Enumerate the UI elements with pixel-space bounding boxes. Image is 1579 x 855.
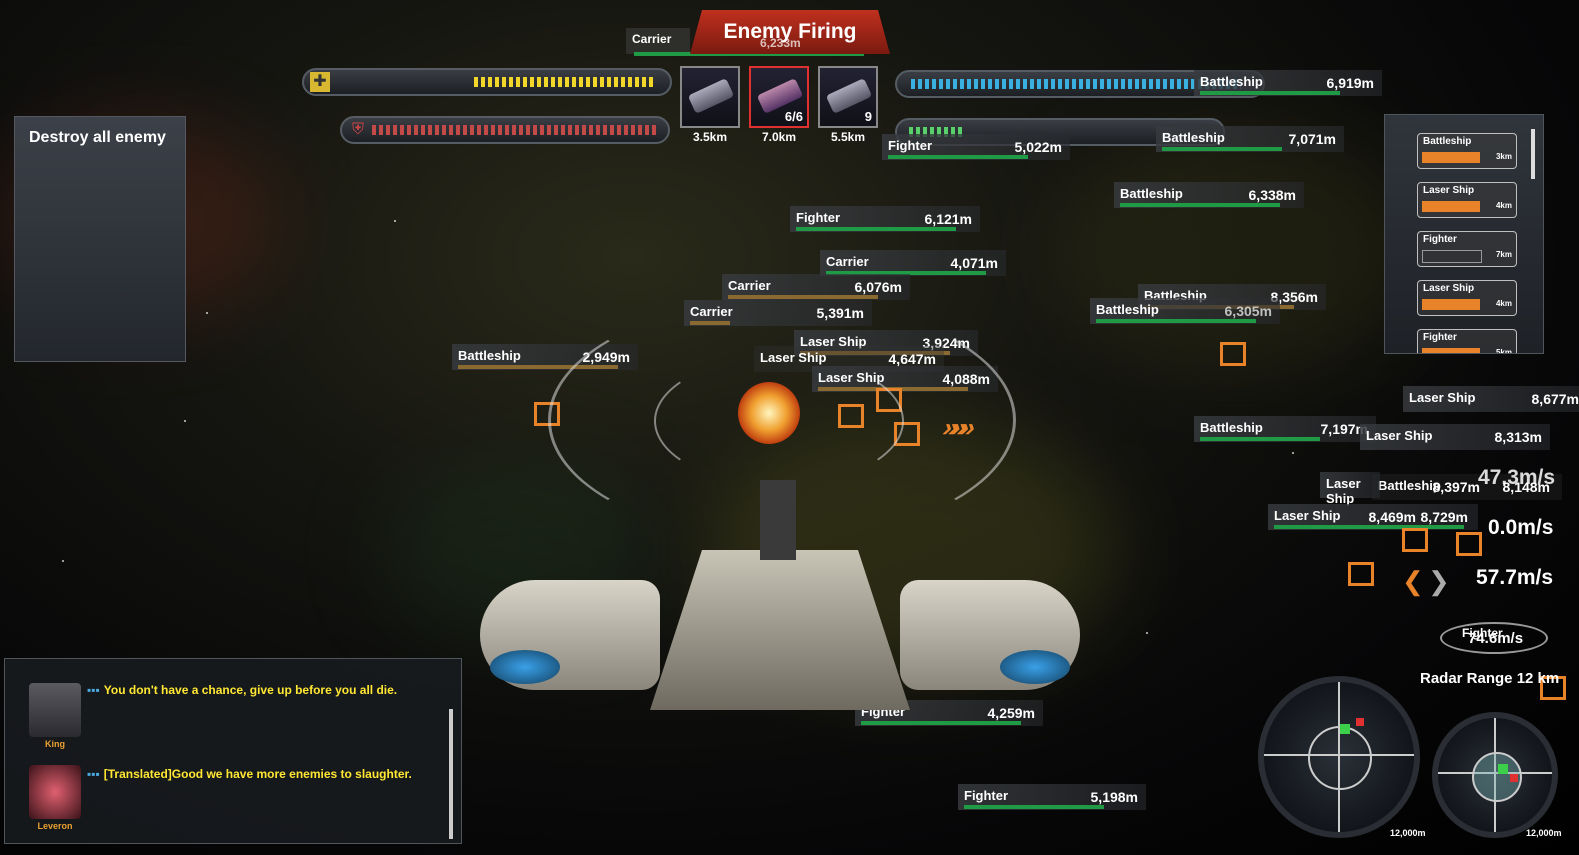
fleet-thumb-3[interactable]: 9 — [818, 66, 878, 128]
radar-left[interactable] — [1258, 676, 1420, 838]
mission-panel: Destroy all enemy — [14, 116, 186, 362]
star — [1146, 632, 1148, 634]
radar-range-label: Radar Range 12 km — [1420, 670, 1560, 687]
radar-scale-left: 12,000m — [1390, 828, 1426, 838]
star — [1292, 452, 1294, 454]
reticle-inner-arc — [654, 356, 904, 486]
fighter-speed-oval: Fighter 74.6m/s — [1440, 622, 1548, 654]
avatar-king — [29, 683, 81, 737]
hull-fill — [372, 125, 658, 135]
carrier-top-dist: 6,233m — [760, 36, 801, 50]
current-speed: 47.3m/s — [1478, 466, 1556, 489]
chat-message: ▪▪▪[Translated]Good we have more enemies… — [87, 767, 412, 781]
zero-speed: 0.0m/s — [1488, 516, 1554, 539]
radar-scale-right: 12,000m — [1526, 828, 1562, 838]
fleet-thumb-2[interactable]: 6/6 — [749, 66, 809, 128]
enemy-hull-fill — [909, 127, 963, 137]
target-label[interactable]: Laser Ship — [1320, 472, 1380, 506]
max-speed: 57.7m/s — [1476, 566, 1554, 589]
speed-down-arrow-icon[interactable]: ❮ — [1402, 566, 1424, 596]
nebula — [1050, 120, 1430, 380]
list-scrollbar[interactable] — [1531, 129, 1535, 179]
avatar-leveron — [29, 765, 81, 819]
hull-bar: ⛨ — [340, 116, 670, 144]
target-bracket[interactable] — [1540, 676, 1566, 700]
chat-message: ▪▪▪You don't have a chance, give up befo… — [87, 683, 398, 697]
target-bracket[interactable] — [1402, 528, 1428, 552]
star — [394, 220, 396, 222]
explosion — [738, 382, 800, 444]
target-bracket[interactable] — [1348, 562, 1374, 586]
mission-objective: Destroy all enemy — [29, 129, 166, 146]
enemy-firing-banner: Enemy Firing — [690, 10, 890, 54]
star — [206, 312, 208, 314]
speed-up-arrow-icon[interactable]: ❯ — [1428, 566, 1450, 596]
chat-scrollbar[interactable] — [449, 709, 453, 839]
shield-fill — [474, 77, 656, 87]
shield-bar: ✚ — [302, 68, 672, 96]
player-ship — [480, 480, 1080, 720]
target-bracket[interactable] — [1220, 342, 1246, 366]
fleet-thumb-dist: 5.5km — [830, 130, 866, 144]
chat-log: King ▪▪▪You don't have a chance, give up… — [4, 658, 462, 844]
carrier-top-label: Carrier — [626, 28, 690, 54]
enemy-shield-fill — [911, 79, 1241, 89]
shield-cross-icon: ✚ — [310, 72, 330, 92]
radar-right[interactable] — [1432, 712, 1558, 838]
fleet-thumb-dist: 3.5km — [692, 130, 728, 144]
speaker-name: Leveron — [37, 821, 73, 831]
fleet-thumb-1[interactable] — [680, 66, 740, 128]
carrier-hp-bar — [634, 52, 864, 56]
star — [184, 420, 186, 422]
speaker-name: King — [45, 739, 65, 749]
reticle-arc — [548, 300, 1016, 540]
hull-icon: ⛨ — [351, 121, 364, 138]
fleet-thumb-dist: 7.0km — [761, 130, 797, 144]
target-bracket[interactable] — [1456, 532, 1482, 556]
star — [62, 560, 64, 562]
